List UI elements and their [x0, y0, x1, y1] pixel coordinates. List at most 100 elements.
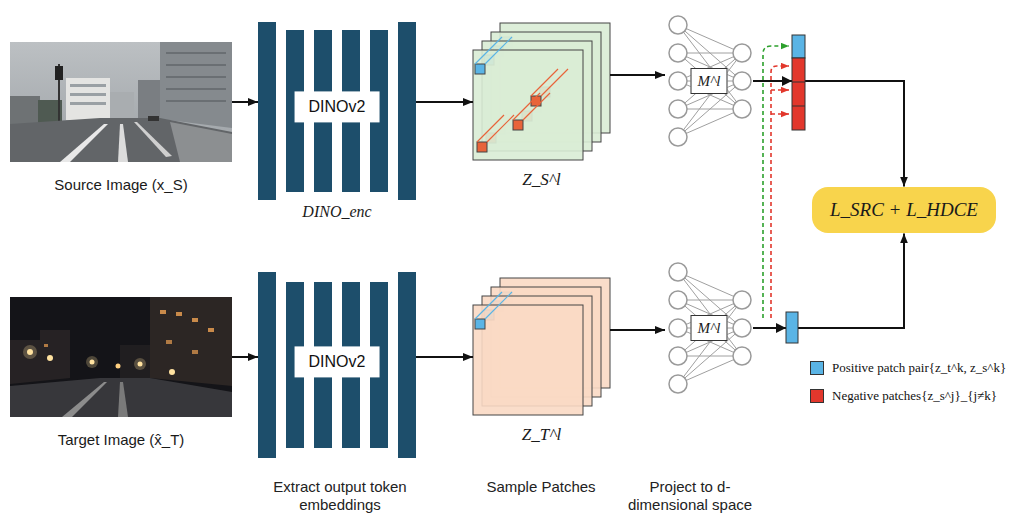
mlp-network: [669, 16, 751, 393]
target-photo: [27, 349, 33, 355]
source-photo: [166, 76, 226, 78]
source-photo: [10, 96, 40, 126]
mlp-network: [669, 100, 687, 118]
target-photo: [160, 310, 166, 314]
source-photo: [60, 124, 108, 162]
arrowhead: [776, 76, 792, 333]
source-photo: [166, 100, 226, 102]
source-feature-maps: [473, 50, 583, 160]
feature-map-stack: Z_T^l: [473, 278, 610, 415]
source-photo: [55, 66, 63, 80]
source-photo: [166, 64, 226, 66]
mlp-network: [669, 375, 687, 393]
source-photo: [66, 78, 110, 120]
dashed-pair-arrows: [771, 89, 789, 91]
mlp-network: [669, 16, 751, 393]
loss-box: L_SRC + L_HDCE: [812, 187, 996, 234]
stage-label: Extract output token embeddings: [265, 478, 415, 514]
encoder-name: DINOv2: [295, 91, 380, 122]
source-photo: [166, 88, 226, 90]
legend-text: Positive patch pair{z_t^k, z_s^k}: [832, 360, 1006, 376]
target-photo: [192, 318, 198, 322]
feature-map-symbol: Z_T^l: [522, 425, 561, 445]
encoder-block: DINOv2DINO_enc: [258, 22, 416, 200]
flow-arrow: [232, 101, 258, 103]
target-feature-maps: [473, 305, 583, 415]
source-photo: [170, 122, 232, 162]
mlp-network: [669, 263, 687, 281]
mlp-network: [733, 291, 751, 309]
target-photo: [166, 340, 172, 344]
projection-head: M^l: [665, 261, 753, 395]
mlp-network: [733, 100, 751, 118]
source-photo: [10, 42, 232, 162]
source-photo: [138, 80, 162, 120]
flow-arrow: [753, 81, 904, 187]
source-feature-maps: [477, 69, 568, 142]
source-photo: [70, 84, 106, 87]
source-photo: [70, 93, 106, 96]
target-feature-maps: [473, 278, 610, 415]
mlp-network: [733, 72, 751, 90]
loss-formula: L_SRC + L_HDCE: [830, 199, 978, 222]
mlp-network: [669, 291, 687, 309]
source-photo: [148, 116, 159, 121]
source-photo: [10, 42, 232, 162]
source-photo: [110, 92, 134, 120]
source-feature-maps: [475, 64, 485, 74]
source-photo: [70, 102, 106, 105]
target-photo: [44, 344, 48, 347]
encoder-layers: [398, 22, 416, 200]
encoder-block: DINOv2: [258, 272, 416, 458]
target-photo: [10, 378, 232, 417]
target-photo: [192, 350, 198, 354]
embedding-vector: [792, 35, 805, 58]
legend-swatch: [810, 389, 824, 403]
image-caption: Target Image (x̂_T): [58, 431, 185, 449]
dashed-pair-arrows: [771, 66, 789, 318]
mlp-network: [733, 319, 751, 337]
target-feature-maps: [475, 319, 485, 329]
target-photo: [138, 362, 143, 367]
legend-text: Negative patches{z_s^j}_{j≠k}: [832, 388, 997, 404]
dashed-pair-arrows: [771, 113, 789, 115]
encoder-layers: [258, 272, 276, 458]
flow-arrow: [610, 329, 665, 331]
stage-label: Project to d-dimensional space: [610, 478, 770, 514]
target-photo: [208, 328, 214, 332]
target-photo: [116, 364, 121, 369]
arrowhead: [776, 323, 786, 333]
legend-swatch: [810, 361, 824, 375]
source-feature-maps: [477, 142, 487, 152]
target-photo: [134, 358, 146, 370]
target-photo: [150, 297, 232, 386]
source-feature-maps: [473, 23, 610, 160]
source-photo: [160, 42, 232, 128]
feature-map-stack: Z_S^l: [473, 23, 610, 160]
target-photo: [120, 345, 150, 380]
source-feature-maps: [475, 37, 512, 64]
dashed-pair-arrows: [763, 46, 789, 318]
target-photo: [47, 355, 53, 361]
arrowhead: [782, 76, 792, 86]
legend: Positive patch pair{z_t^k, z_s^k} Negativ…: [810, 360, 1012, 417]
target-feature-maps: [475, 292, 512, 319]
target-photo: [10, 297, 232, 417]
encoder-name: DINOv2: [295, 346, 380, 377]
embedding-vector: [786, 312, 798, 343]
mlp-network: [733, 347, 751, 365]
photo-frame: Source Image (x_S): [10, 42, 232, 162]
encoder-symbol: DINO_enc: [302, 202, 371, 221]
mlp-network: [669, 72, 687, 90]
source-photo: [134, 122, 172, 157]
flow-arrow: [416, 101, 473, 103]
projection-head: M^l: [665, 14, 753, 148]
encoder-layers: [258, 22, 276, 200]
projection-symbol: M^l: [691, 315, 728, 341]
target-photo: [10, 297, 232, 417]
mlp-network: [669, 16, 687, 34]
source-photo: [166, 52, 226, 54]
target-photo: [118, 382, 128, 417]
flow-arrow: [753, 233, 904, 328]
